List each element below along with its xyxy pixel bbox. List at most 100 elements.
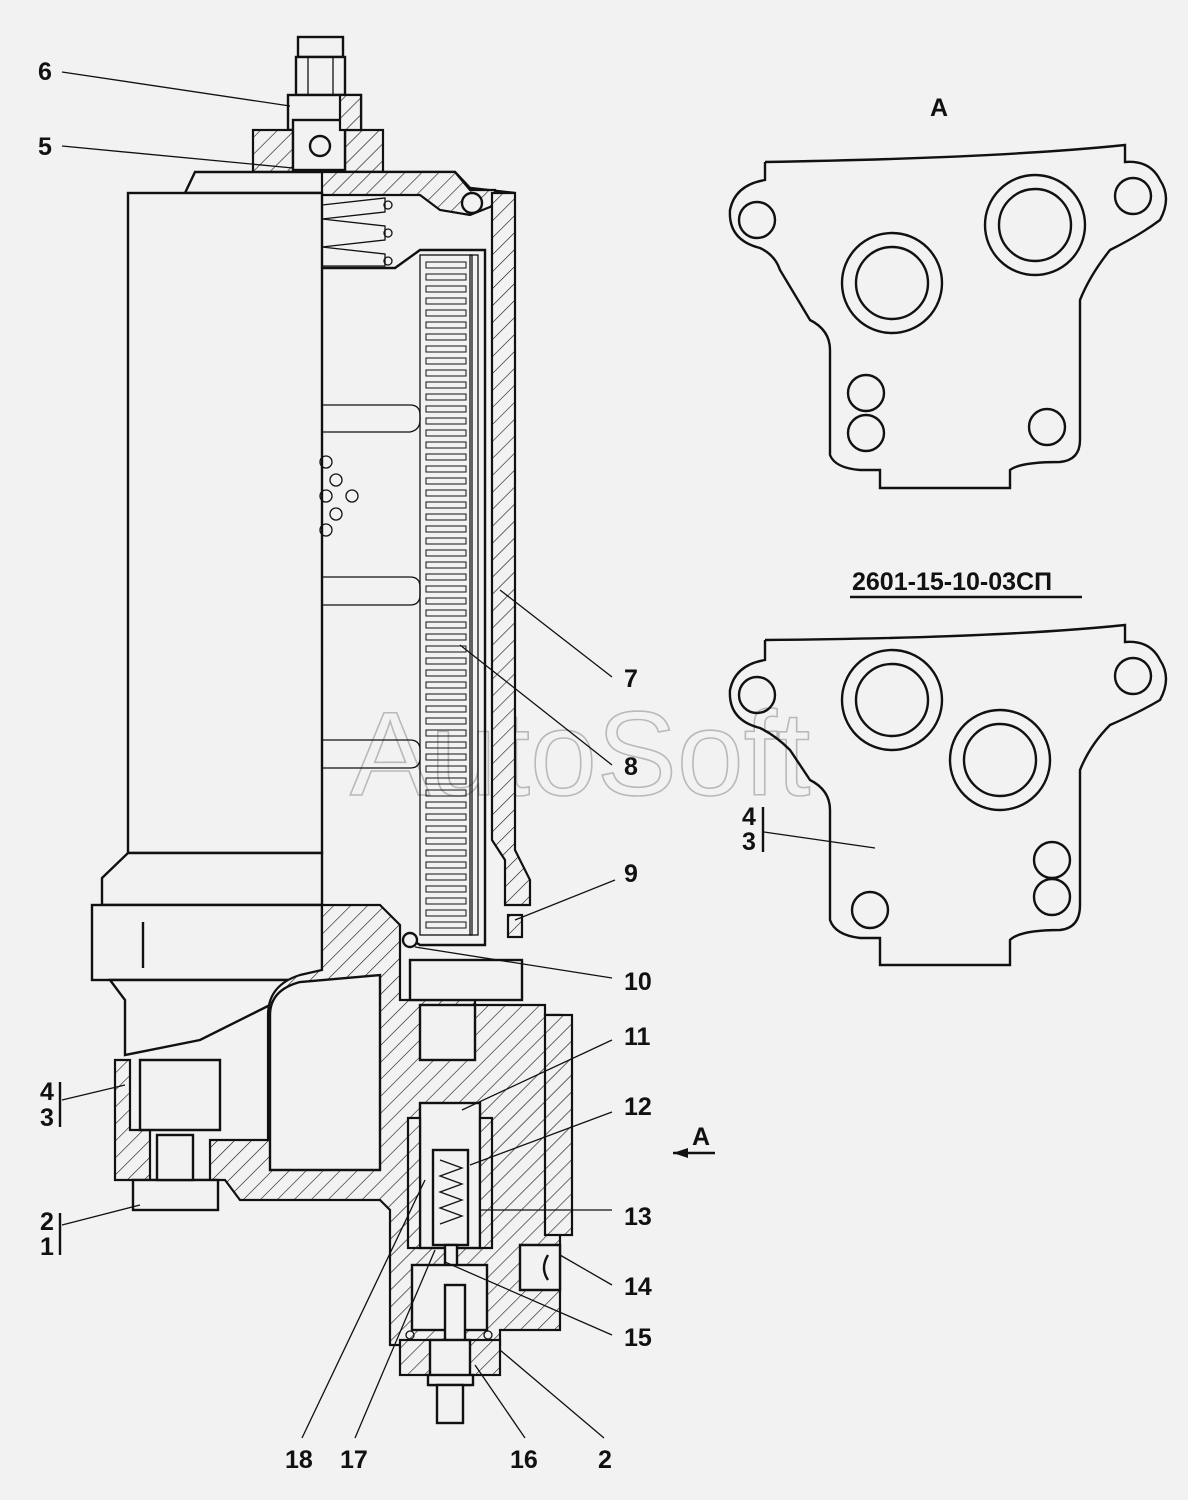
callout-11: 11 (624, 1023, 651, 1051)
filter-assembly-section (90, 35, 715, 1425)
callout-10: 10 (624, 968, 652, 996)
callout-4-variant: 4 (742, 803, 756, 831)
pleat (425, 441, 467, 449)
callout-12: 12 (624, 1093, 652, 1121)
pleat (425, 921, 467, 929)
view-a-title: А (930, 94, 948, 122)
callout-14: 14 (624, 1273, 652, 1301)
pleat (425, 621, 467, 629)
callout-3-variant: 3 (742, 828, 756, 856)
pleat (425, 753, 467, 761)
pleat (425, 849, 467, 857)
seal-ring (506, 913, 524, 939)
inner-bore (418, 1003, 477, 1062)
pleat (425, 309, 467, 317)
pleat (425, 537, 467, 545)
callout-16: 16 (510, 1446, 538, 1474)
pleat (425, 693, 467, 701)
pleat (425, 273, 467, 281)
pleat (425, 477, 467, 485)
callout-8: 8 (624, 753, 638, 781)
pleat (425, 429, 467, 437)
pleat (425, 453, 467, 461)
pleat (425, 897, 467, 905)
pleat (425, 837, 467, 845)
pleat (425, 381, 467, 389)
pleat (425, 297, 467, 305)
pleat (425, 585, 467, 593)
pleat (425, 729, 467, 737)
pleat (425, 645, 467, 653)
callout-7: 7 (624, 665, 638, 693)
view-a-arrow (673, 1148, 715, 1158)
pleat (425, 573, 467, 581)
pleat (425, 609, 467, 617)
housing-wall (490, 191, 532, 907)
pleat (425, 909, 467, 917)
callout-13: 13 (624, 1203, 652, 1231)
pleat (425, 873, 467, 881)
callout-18: 18 (285, 1446, 313, 1474)
filter-housing-exterior (126, 191, 324, 855)
pleat (425, 525, 467, 533)
callout-1-left: 1 (40, 1233, 54, 1261)
pleat (425, 417, 467, 425)
pleat (425, 741, 467, 749)
callout-6: 6 (38, 58, 52, 86)
pleat (425, 549, 467, 557)
pleat (425, 801, 467, 809)
view-arrow-label: А (692, 1123, 710, 1151)
pleat (425, 705, 467, 713)
pleat (425, 369, 467, 377)
pleat (425, 489, 467, 497)
housing-cap (183, 170, 516, 217)
mounting-flange (131, 1178, 220, 1212)
pleat (425, 393, 467, 401)
filter-pleats (425, 261, 467, 929)
pleat (425, 789, 467, 797)
callout-3-left: 3 (40, 1104, 54, 1132)
callout-2-left: 2 (40, 1208, 54, 1236)
pleat (425, 597, 467, 605)
pleat (425, 813, 467, 821)
pleat (425, 825, 467, 833)
pleat (425, 357, 467, 365)
leader-lines (58, 71, 876, 1439)
pleat (425, 669, 467, 677)
pleat (425, 681, 467, 689)
pleat (425, 561, 467, 569)
pleat (425, 633, 467, 641)
callout-5: 5 (38, 133, 52, 161)
pleat (425, 405, 467, 413)
pleat (425, 777, 467, 785)
pleat (425, 765, 467, 773)
housing-base-exterior (90, 851, 324, 1057)
pleat (425, 321, 467, 329)
spring-top (321, 197, 487, 947)
side-port (518, 1013, 574, 1292)
pleat (425, 465, 467, 473)
callout-15: 15 (624, 1324, 652, 1352)
callout-2-bottom: 2 (598, 1446, 612, 1474)
callout-9: 9 (624, 860, 638, 888)
pleat (425, 261, 467, 269)
pleat (425, 333, 467, 341)
pleat (425, 885, 467, 893)
o-ring (401, 931, 419, 949)
callout-4-left: 4 (40, 1078, 54, 1106)
pleat (425, 345, 467, 353)
callout-17: 17 (340, 1446, 368, 1474)
watermark-text: AutoSoft (350, 687, 810, 821)
pleat (425, 513, 467, 521)
pleat (425, 717, 467, 725)
pleat (425, 657, 467, 665)
view-a-drawing (728, 143, 1168, 490)
pleat (425, 861, 467, 869)
variant-view-drawing (728, 595, 1168, 967)
center-tube (319, 404, 421, 769)
filter-element (419, 254, 479, 936)
pleat (425, 501, 467, 509)
pleat (425, 285, 467, 293)
